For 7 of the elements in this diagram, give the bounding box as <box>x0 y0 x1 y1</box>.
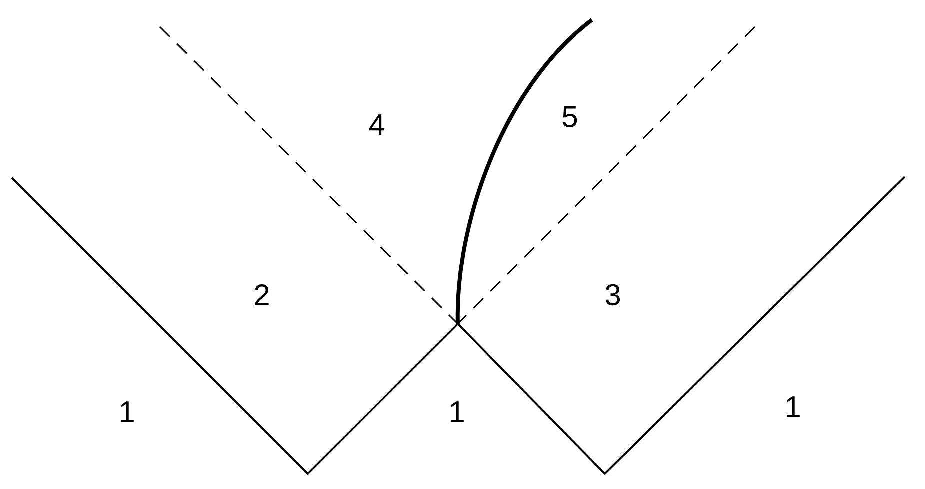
region-number: 5 <box>562 106 578 128</box>
region-number: 4 <box>369 114 384 136</box>
region-number: 1 <box>786 396 800 418</box>
region-number: 2 <box>255 284 269 306</box>
region-number: 1 <box>120 402 134 422</box>
region-number: 3 <box>606 284 620 306</box>
region-number: 1 <box>450 402 464 422</box>
